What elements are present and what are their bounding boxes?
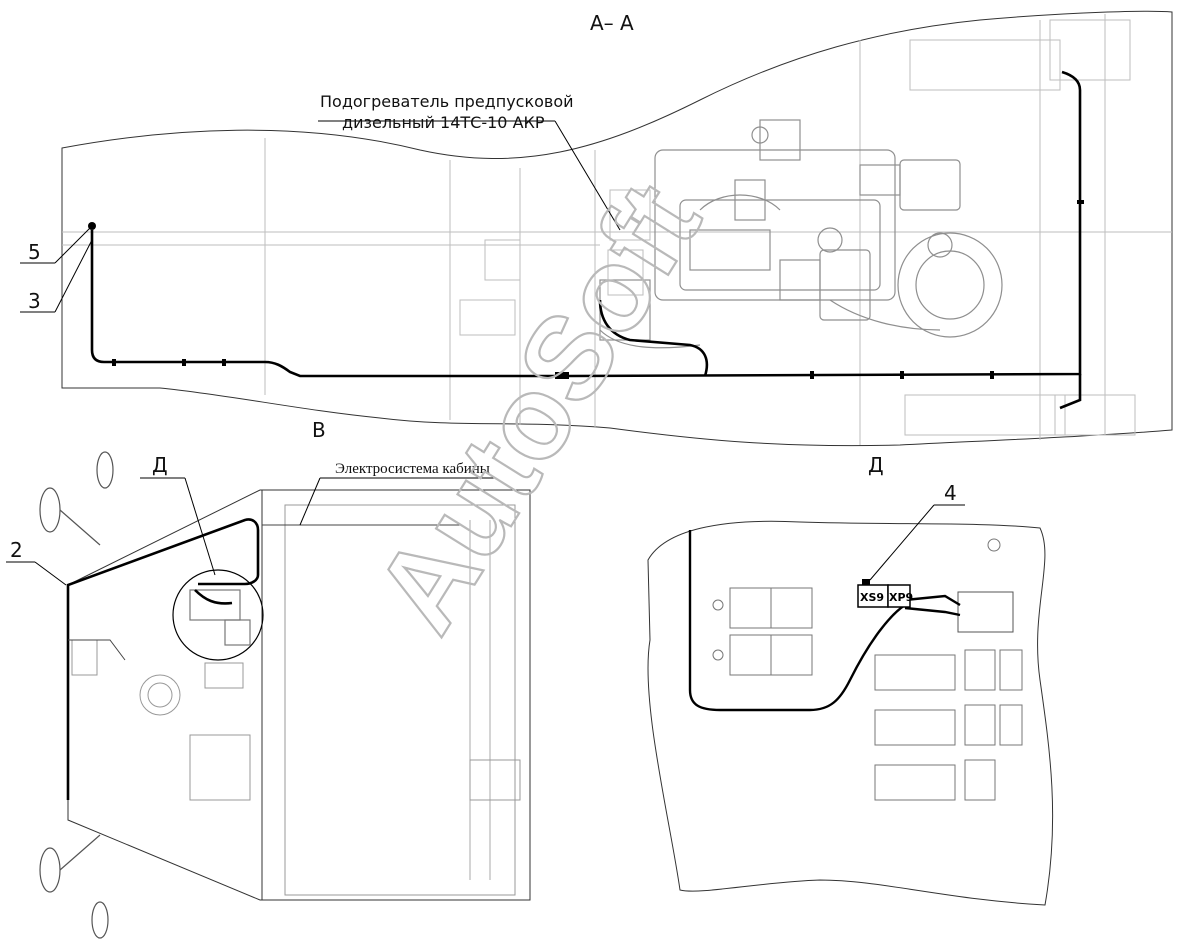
callout-3: 3 — [28, 289, 41, 313]
detail-circle-d — [172, 569, 264, 661]
harness-cab — [66, 518, 260, 800]
cab-thin-lines — [68, 524, 460, 661]
harness-detail-d — [688, 530, 961, 712]
engine-drawing — [599, 119, 1003, 349]
detail-d-outline — [647, 520, 1054, 906]
top-view-structure — [62, 14, 1172, 445]
connector-block — [857, 579, 911, 608]
leader-lines-cab — [6, 477, 495, 586]
cab-view-outline — [67, 489, 531, 901]
view-b-label: В — [312, 418, 326, 442]
callout-5: 4 — [944, 481, 957, 505]
heater-label-line1: Подогреватель предпусковой — [320, 92, 574, 111]
harness-top — [90, 70, 1082, 410]
cab-mirrors — [39, 451, 114, 939]
top-view-outline — [61, 10, 1173, 447]
connector-xp9: XP9 — [889, 591, 913, 604]
callout-2: 2 — [10, 538, 23, 562]
leader-line-5 — [869, 504, 965, 581]
view-d-ref-label: Д — [152, 453, 168, 477]
section-title: А– А — [590, 11, 634, 35]
leader-lines-top — [20, 120, 621, 313]
connector-xs9: XS9 — [860, 591, 884, 604]
heater-label-line2: дизельный 14ТС-10 АКР — [342, 113, 545, 132]
callout-4: 5 — [28, 240, 41, 264]
watermark: AutoSoft — [350, 161, 726, 653]
cab-system-label: Электросистема кабины — [335, 461, 490, 477]
view-d-title: Д — [868, 453, 884, 477]
